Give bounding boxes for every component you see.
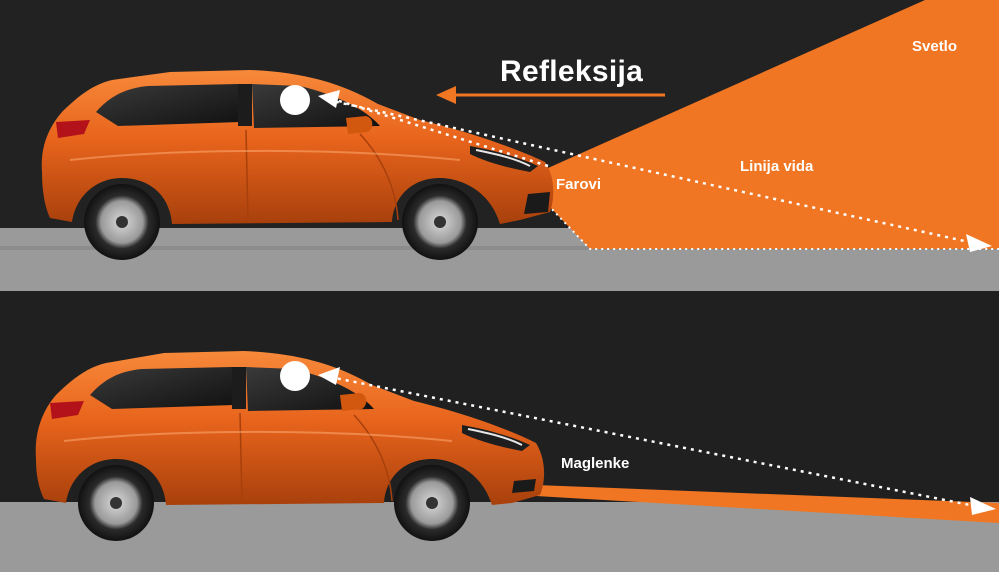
headlights-panel: Refleksija Svetlo Linija vida Farovi [0, 0, 999, 291]
line-of-sight [327, 98, 979, 246]
car-window-rear [96, 84, 240, 126]
car-window-rear [90, 367, 234, 409]
reflection-arrow-head [436, 86, 456, 104]
line-of-sight-label: Linija vida [740, 158, 814, 175]
headlight-beam [548, 0, 999, 249]
eye-arrowhead [318, 367, 340, 385]
car [35, 351, 545, 541]
fog-light [512, 479, 536, 493]
side-mirror [340, 393, 367, 411]
light-label: Svetlo [912, 38, 958, 55]
car [41, 70, 554, 260]
line-of-sight-arrowhead [966, 234, 992, 252]
headlights-label: Farovi [556, 176, 602, 193]
reflection-arrowhead [318, 90, 340, 108]
fog-lights-scene [0, 351, 999, 572]
road [0, 502, 999, 572]
line-of-sight [329, 375, 981, 509]
fog-lights-panel: Maglenke [0, 291, 999, 572]
reflection-line [335, 98, 549, 168]
side-mirror [346, 116, 373, 134]
reflection-title: Refleksija [500, 55, 644, 88]
driver-head-icon [280, 85, 310, 115]
headlights-scene [0, 0, 999, 291]
fog-lights-label: Maglenke [561, 455, 630, 472]
line-of-sight-arrowhead [970, 497, 996, 515]
fog-light-beam [536, 485, 999, 523]
driver-head-icon [280, 361, 310, 391]
